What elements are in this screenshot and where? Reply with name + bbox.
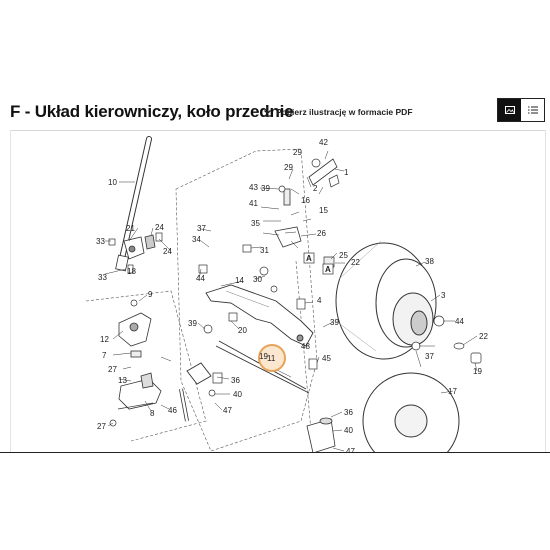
part-label-43[interactable]: 43 [249, 183, 258, 192]
hardware-bits [108, 158, 482, 427]
part-label-41[interactable]: 41 [249, 199, 258, 208]
part-label-20[interactable]: 20 [238, 326, 247, 335]
download-pdf-label: Pobierz ilustrację w formacie PDF [276, 107, 413, 117]
part-label-12[interactable]: 12 [100, 335, 109, 344]
part-label-29[interactable]: 29 [293, 148, 302, 157]
part-label-24[interactable]: 24 [163, 247, 172, 256]
part-label-44[interactable]: 44 [196, 274, 205, 283]
steering-arm-upper [274, 158, 338, 248]
part-label-25[interactable]: 25 [339, 251, 348, 260]
part-label-27[interactable]: 27 [97, 422, 106, 431]
part-label-36[interactable]: 36 [231, 376, 240, 385]
image-view-icon [504, 106, 515, 114]
svg-text:A: A [306, 254, 312, 263]
list-view-button[interactable] [521, 99, 544, 121]
part-label-14[interactable]: 14 [235, 276, 244, 285]
part-label-35[interactable]: 35 [251, 219, 260, 228]
part-label-40[interactable]: 40 [233, 390, 242, 399]
image-view-button[interactable] [498, 99, 521, 121]
part-label-21[interactable]: 21 [126, 224, 135, 233]
part-label-26[interactable]: 26 [317, 229, 326, 238]
part-label-2[interactable]: 2 [313, 184, 318, 193]
part-label-45[interactable]: 45 [322, 354, 331, 363]
frame-outline [85, 148, 318, 452]
steering-gear-sector [118, 372, 162, 410]
steering-diagram-svg: A A 11 102124333324189127271382737343144… [85, 136, 488, 453]
part-label-42[interactable]: 42 [319, 138, 328, 147]
part-label-1[interactable]: 1 [344, 168, 349, 177]
view-toggle [497, 98, 545, 122]
part-label-30[interactable]: 30 [253, 275, 262, 284]
part-label-37[interactable]: 37 [197, 224, 206, 233]
highlighted-part-marker[interactable]: 11 [258, 344, 286, 372]
part-label-47[interactable]: 47 [346, 447, 355, 453]
part-label-3[interactable]: 3 [441, 291, 446, 300]
part-label-33[interactable]: 33 [98, 273, 107, 282]
lower-wheel [362, 372, 460, 453]
part-label-29[interactable]: 29 [284, 163, 293, 172]
part-label-22[interactable]: 22 [479, 332, 488, 341]
front-wheel [335, 240, 437, 360]
part-label-46[interactable]: 46 [168, 406, 177, 415]
part-label-39[interactable]: 39 [188, 319, 197, 328]
download-icon [263, 107, 272, 117]
list-view-icon [527, 106, 538, 114]
part-label-13[interactable]: 13 [118, 376, 127, 385]
part-label-19[interactable]: 19 [473, 367, 482, 376]
tie-rod [179, 340, 310, 422]
steering-gear-bracket [123, 234, 156, 260]
spindle-lower [306, 417, 336, 453]
front-axle [205, 284, 314, 347]
part-label-22[interactable]: 22 [351, 258, 360, 267]
svg-text:11: 11 [267, 354, 276, 363]
page-title: F - Układ kierowniczy, koło przednie [10, 102, 294, 121]
part-label-34[interactable]: 34 [192, 235, 201, 244]
part-label-4[interactable]: 4 [317, 296, 322, 305]
part-label-24[interactable]: 24 [155, 223, 164, 232]
part-label-39[interactable]: 39 [261, 184, 270, 193]
svg-text:A: A [325, 265, 331, 274]
part-label-27[interactable]: 27 [108, 365, 117, 374]
page-header: F - Układ kierowniczy, koło przednie Pob… [0, 98, 550, 128]
steering-bracket [118, 312, 152, 358]
part-label-9[interactable]: 9 [148, 290, 153, 299]
part-label-7[interactable]: 7 [102, 351, 107, 360]
part-label-18[interactable]: 18 [127, 267, 136, 276]
leader-lines [104, 150, 478, 452]
part-label-48[interactable]: 48 [301, 342, 310, 351]
frame-markers: A A [303, 252, 334, 275]
part-label-17[interactable]: 17 [448, 387, 457, 396]
part-label-40[interactable]: 40 [344, 426, 353, 435]
part-label-31[interactable]: 31 [260, 246, 269, 255]
part-label-36[interactable]: 36 [344, 408, 353, 417]
part-label-39[interactable]: 39 [330, 318, 339, 327]
part-label-47[interactable]: 47 [223, 406, 232, 415]
page-divider [0, 452, 550, 453]
part-label-33[interactable]: 33 [96, 237, 105, 246]
part-label-37[interactable]: 37 [425, 352, 434, 361]
part-label-44[interactable]: 44 [455, 317, 464, 326]
part-label-38[interactable]: 38 [425, 257, 434, 266]
download-pdf-link[interactable]: Pobierz ilustrację w formacie PDF [263, 107, 413, 117]
part-label-16[interactable]: 16 [301, 196, 310, 205]
part-label-15[interactable]: 15 [319, 206, 328, 215]
part-label-8[interactable]: 8 [150, 409, 155, 418]
part-label-10[interactable]: 10 [108, 178, 117, 187]
part-label-19[interactable]: 19 [259, 352, 268, 361]
